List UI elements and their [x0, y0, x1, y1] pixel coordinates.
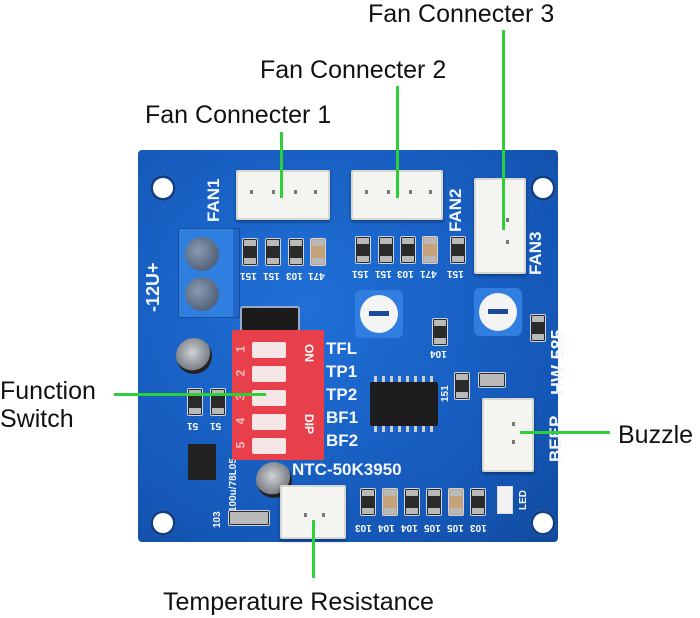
dip-switch-1[interactable]: [252, 342, 286, 358]
res-label: 103: [212, 511, 223, 528]
res-label: 151: [263, 270, 280, 281]
dip-number: 5: [233, 441, 248, 449]
resistor: [450, 236, 466, 264]
resistor: [355, 236, 371, 264]
led: [497, 486, 513, 514]
resistor: [400, 236, 416, 264]
silk-cap-label: 100u/78L05: [228, 458, 239, 512]
silk-fan2: FAN2: [446, 188, 465, 232]
silk-switch-function: TP1: [326, 362, 358, 381]
silk-switch-function: TP2: [326, 385, 358, 404]
power-terminal-block: [178, 228, 240, 318]
res-label: 151: [375, 268, 392, 279]
resistor: [288, 238, 304, 266]
silk-switch-function: BF1: [326, 408, 359, 427]
resistor: [404, 488, 420, 516]
res-label: 51: [187, 420, 199, 431]
resistor: [265, 238, 281, 266]
fan-connector-1: [236, 170, 330, 220]
leader-line-fan-2: [396, 86, 399, 198]
voltage-regulator: [188, 444, 216, 480]
res-label: 103: [355, 522, 372, 533]
dip-on-label: ON: [302, 344, 316, 362]
callout-temperature-resistance: Temperature Resistance: [163, 588, 434, 616]
res-label: 105: [424, 522, 441, 533]
mounting-hole: [530, 510, 556, 536]
resistor: [242, 238, 258, 266]
res-label: 471: [420, 268, 437, 279]
callout-buzzle: Buzzle: [618, 421, 694, 449]
silk-led: LED: [518, 490, 529, 510]
resistor: [530, 314, 546, 342]
fuse: [240, 306, 300, 332]
silk-fan1: FAN1: [204, 178, 223, 222]
res-label: 151: [352, 268, 369, 279]
silk-ntc: NTC-50K3950: [292, 460, 402, 479]
dip-switch-2[interactable]: [252, 366, 286, 382]
dip-switch-5[interactable]: [252, 438, 286, 454]
resistor: [426, 488, 442, 516]
dip-number: 4: [233, 417, 248, 425]
dip-dip-label: DIP: [302, 414, 316, 435]
res-label: 51: [210, 420, 222, 431]
silk-beep: BEEP: [546, 415, 565, 462]
callout-fan-connector-3: Fan Connecter 3: [368, 0, 555, 28]
res-label: 104: [378, 522, 395, 533]
res-label: 105: [447, 522, 464, 533]
electrolytic-capacitor: [176, 338, 212, 374]
capacitor-smd: [422, 236, 438, 264]
leader-line-temperature-resistance: [312, 520, 315, 578]
dip-number: 2: [233, 369, 248, 377]
silk-switch-function: BF2: [326, 431, 359, 450]
capacitor-smd: [310, 238, 326, 266]
dip-number: 1: [233, 345, 248, 353]
res-label: 103: [470, 522, 487, 533]
callout-fan-connector-2: Fan Connecter 2: [260, 56, 447, 84]
buzzer-connector: [482, 398, 534, 472]
capacitor-smd: [382, 488, 398, 516]
fan-connector-2: [351, 170, 443, 220]
resistor: [470, 488, 486, 516]
callout-fan-connector-1: Fan Connecter 1: [145, 101, 332, 129]
mounting-hole: [530, 175, 556, 201]
resistor: [478, 372, 506, 388]
resistor: [228, 510, 270, 526]
silk-model: HW-585: [548, 329, 568, 395]
leader-line-fan-1: [280, 132, 283, 198]
res-label: 104: [430, 348, 447, 359]
resistor: [360, 488, 376, 516]
callout-function-switch-line2: Switch: [0, 405, 74, 433]
terminal-screw: [185, 237, 219, 271]
terminal-screw: [185, 277, 219, 311]
leader-line-function-switch: [114, 393, 266, 396]
resistor: [378, 236, 394, 264]
potentiometer-1[interactable]: [355, 290, 403, 338]
leader-line-fan-3: [502, 30, 505, 230]
resistor: [454, 372, 470, 400]
res-label: 103: [286, 270, 303, 281]
fan-connector-3: [474, 178, 526, 274]
silk-power: -12U+: [143, 262, 163, 312]
res-label: 471: [308, 270, 325, 281]
res-label: 151: [240, 270, 257, 281]
controller-ic: [370, 376, 438, 432]
silk-fan3: FAN3: [526, 231, 545, 275]
callout-function-switch-line1: Function: [0, 377, 96, 405]
res-label: 104: [401, 522, 418, 533]
resistor: [432, 318, 448, 346]
res-label: 151: [440, 385, 451, 402]
dip-switch-4[interactable]: [252, 414, 286, 430]
potentiometer-2[interactable]: [474, 288, 522, 336]
mounting-hole: [150, 510, 176, 536]
mounting-hole: [150, 175, 176, 201]
res-label: 151: [447, 268, 464, 279]
silk-switch-function: TFL: [326, 339, 358, 358]
leader-line-buzzle: [520, 431, 610, 434]
capacitor-smd: [448, 488, 464, 516]
res-label: 103: [397, 268, 414, 279]
